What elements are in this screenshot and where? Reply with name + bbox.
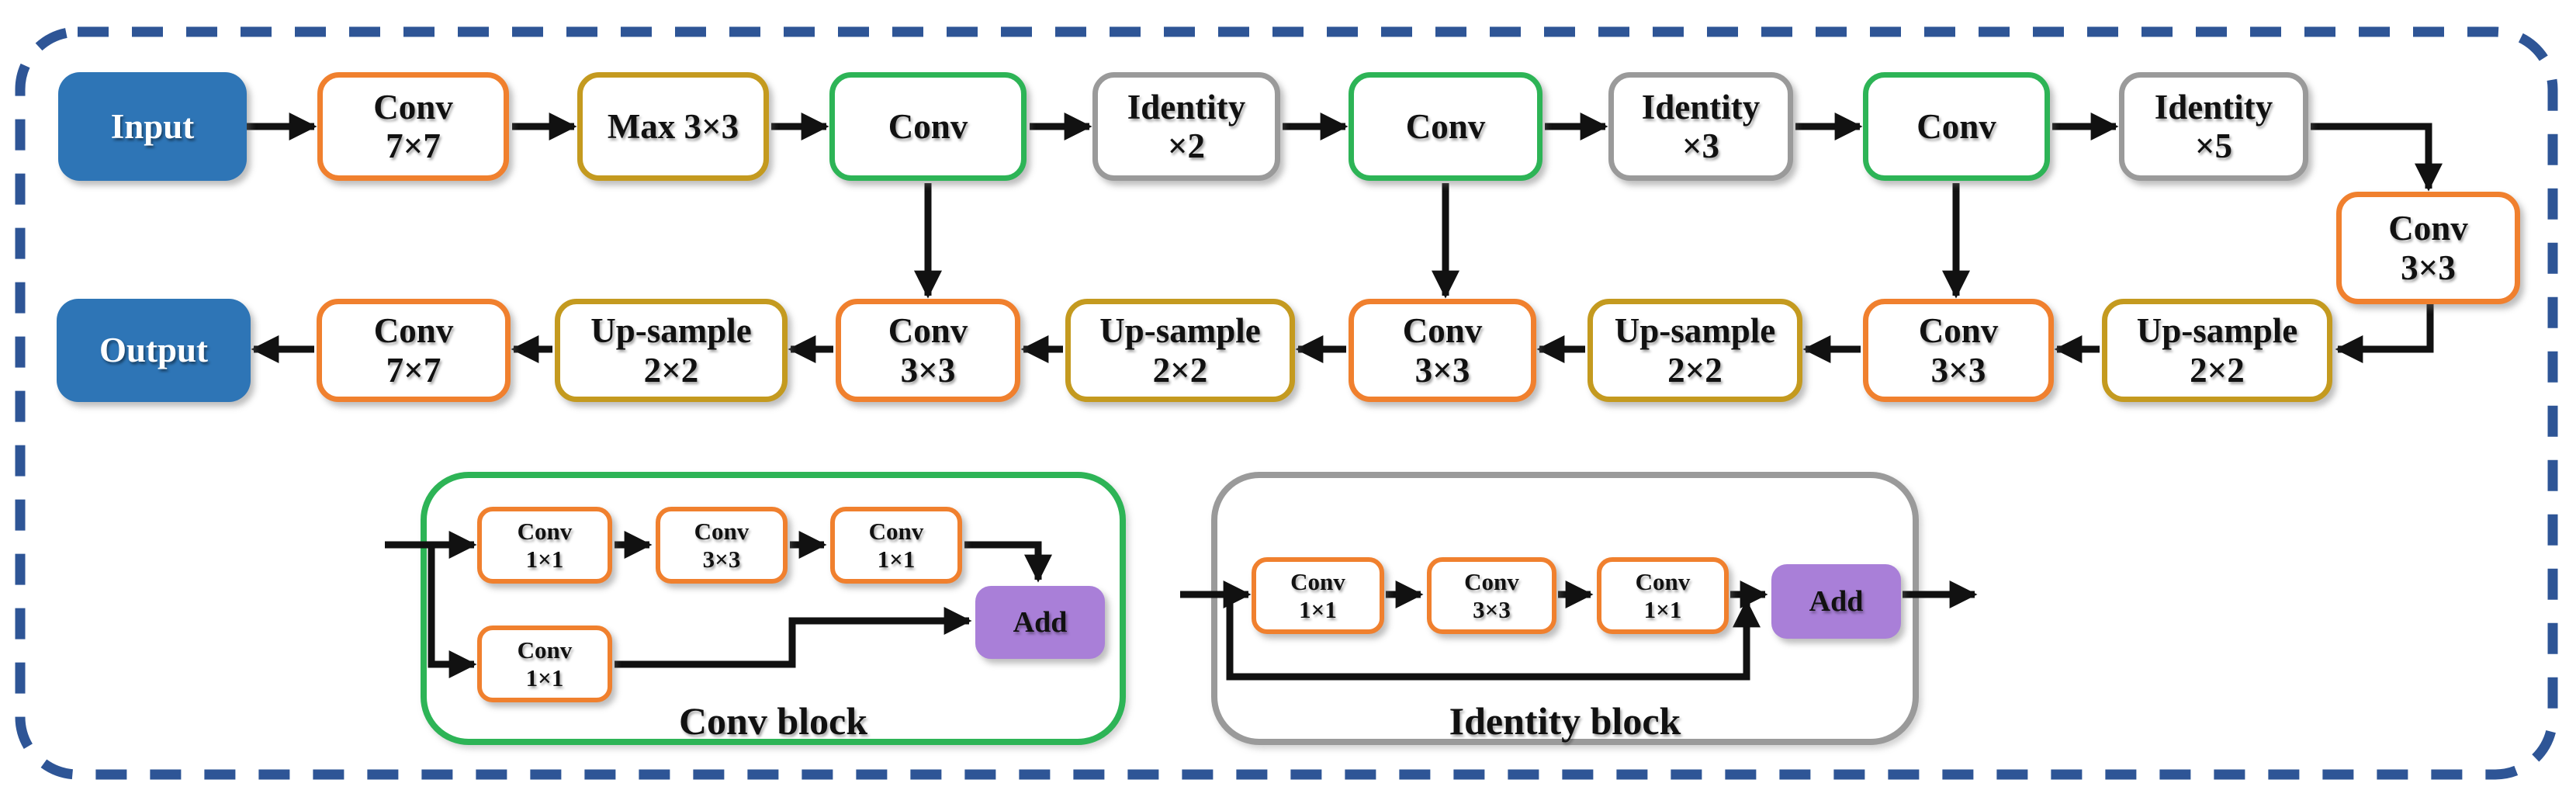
- node-upsample-b: Up-sample 2×2: [1065, 299, 1295, 402]
- node-upsample-d: Up-sample 2×2: [2102, 299, 2332, 402]
- identity-block-title: Identity block: [1449, 699, 1681, 743]
- arrow-convblock-shortcut-branch: [428, 545, 477, 678]
- node-bridge-conv-3x3: Conv 3×3: [2336, 192, 2520, 304]
- convblock-shortcut-conv-1x1: Conv 1×1: [477, 626, 612, 702]
- arrow-identityblock-skip: [1226, 594, 1761, 681]
- node-maxpool-3x3: Max 3×3: [577, 72, 769, 181]
- node-conv33-c: Conv 3×3: [1863, 299, 2054, 402]
- node-upsample-a: Up-sample 2×2: [555, 299, 788, 402]
- node-identity-x2: Identity ×2: [1092, 72, 1280, 181]
- node-conv33-b: Conv 3×3: [1349, 299, 1536, 402]
- identityblock-conv-1x1-first: Conv 1×1: [1252, 557, 1384, 634]
- node-input: Input: [58, 72, 247, 181]
- node-conv33-a: Conv 3×3: [836, 299, 1020, 402]
- convblock-conv-1x1-first: Conv 1×1: [477, 507, 612, 584]
- node-conv-block-c: Conv: [1863, 72, 2050, 181]
- convblock-conv-1x1-last: Conv 1×1: [830, 507, 962, 584]
- outer-dashed-border: [15, 26, 2558, 780]
- identityblock-conv-3x3: Conv 3×3: [1427, 557, 1556, 634]
- conv-block-title: Conv block: [678, 699, 868, 743]
- convblock-add: Add: [975, 586, 1105, 659]
- arrow-identity-c-to-bridge-conv: [2311, 123, 2443, 192]
- identityblock-add: Add: [1771, 564, 1901, 639]
- convblock-conv-3x3: Conv 3×3: [656, 507, 788, 584]
- node-conv-7x7-decoder: Conv 7×7: [317, 299, 511, 402]
- node-conv-block-a: Conv: [829, 72, 1027, 181]
- node-conv-block-b: Conv: [1349, 72, 1542, 181]
- node-identity-x5: Identity ×5: [2119, 72, 2308, 181]
- node-conv-7x7-encoder: Conv 7×7: [317, 72, 509, 181]
- arrow-convblock-shortcut-to-add: [615, 607, 972, 668]
- arrow-bridge-conv-to-upsample-d: [2335, 304, 2434, 363]
- arrow-convblock-conv3-to-add: [964, 541, 1052, 583]
- node-identity-x3: Identity ×3: [1608, 72, 1793, 181]
- identityblock-conv-1x1-last: Conv 1×1: [1597, 557, 1729, 634]
- node-upsample-c: Up-sample 2×2: [1587, 299, 1802, 402]
- node-output: Output: [57, 299, 251, 402]
